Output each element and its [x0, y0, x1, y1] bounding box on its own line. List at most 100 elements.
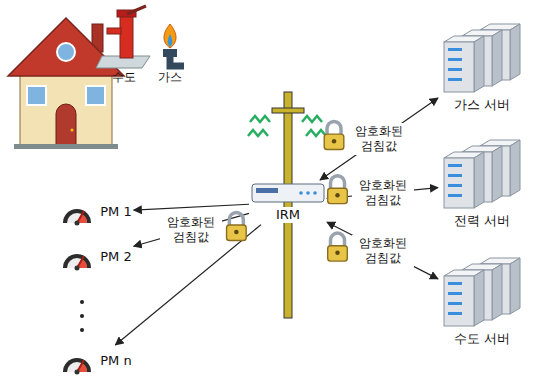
house-part	[27, 86, 46, 105]
server-icon-part	[474, 152, 484, 208]
water-tap-part	[107, 28, 121, 34]
irm-device	[251, 182, 325, 204]
server-icon-part	[444, 42, 474, 92]
gas-pipe-part	[163, 49, 177, 57]
lock-icon-part	[331, 176, 345, 189]
edge-label: 암호화된 검침값	[352, 177, 414, 209]
edge-label: 암호화된 검침값	[348, 123, 410, 155]
server-icon-part	[448, 292, 462, 295]
lock-icon-part	[324, 134, 344, 149]
data-arrow	[327, 222, 438, 279]
irm-device-part	[299, 191, 303, 195]
node-label: PM n	[100, 353, 131, 369]
server-icon-part	[492, 30, 502, 86]
lock-icon-part	[234, 230, 238, 234]
ellipsis-dots-part	[80, 328, 84, 332]
server-icon-part	[448, 312, 462, 315]
lock-icon	[328, 233, 348, 261]
server-icon-part	[448, 184, 462, 187]
meter-node: PM 1	[60, 198, 131, 226]
node-label: PM 2	[100, 249, 131, 265]
utility-pole-part	[272, 108, 304, 113]
server-icon-part	[448, 302, 462, 305]
utility-pole	[248, 92, 326, 318]
server-icon-part	[474, 270, 484, 326]
utility-pole-part	[284, 92, 292, 318]
house-part	[20, 70, 112, 146]
data-arrow	[134, 213, 249, 246]
server-icon-part	[492, 146, 502, 202]
server-icon-part	[492, 264, 502, 320]
server-node: 전력 서버	[440, 138, 524, 229]
water-tap-part	[127, 6, 146, 14]
server-icon-part	[474, 36, 484, 92]
lock-icon-part	[335, 250, 339, 254]
house-part	[14, 144, 118, 149]
lock-icon-part	[328, 188, 348, 203]
server-node: 수도 서버	[440, 256, 524, 347]
lock-icon-part	[229, 212, 243, 225]
gas-pipe	[163, 24, 184, 66]
data-arrow	[134, 204, 249, 210]
server-node: 가스 서버	[440, 22, 524, 113]
server-icon-part	[444, 276, 474, 326]
icon-label: 수도	[112, 70, 136, 84]
irm-device-part	[256, 188, 278, 193]
irm-device-part	[252, 184, 324, 202]
lock-icon-part	[327, 122, 341, 135]
meter-icon	[60, 243, 94, 271]
node-label: 전력 서버	[454, 213, 510, 229]
node-label: IRM	[273, 207, 303, 223]
server-icon	[440, 138, 524, 210]
server-icon-part	[448, 164, 462, 167]
lock-icon-part	[332, 139, 336, 143]
ellipsis-dots	[80, 300, 84, 332]
lock-icon-part	[227, 225, 247, 240]
node-label: 가스 서버	[454, 97, 510, 113]
utility-pole-part	[248, 116, 270, 136]
lock-icon	[324, 122, 344, 150]
edge-label: 암호화된 검침값	[160, 214, 222, 246]
meter-node: PM 2	[60, 243, 131, 271]
lock-icon-part	[331, 233, 345, 246]
irm-node: IRM	[251, 182, 325, 223]
server-icon	[440, 22, 524, 94]
meter-icon-part	[75, 370, 80, 375]
lock-icon-part	[328, 246, 348, 261]
server-icon-part	[510, 258, 520, 314]
house-part	[57, 43, 75, 61]
edge-label: 암호화된 검침값	[352, 235, 414, 267]
server-icon-part	[448, 48, 462, 51]
server-icon-part	[510, 24, 520, 80]
irm-device-part	[313, 191, 317, 195]
server-icon-part	[448, 58, 462, 61]
node-label: PM 1	[100, 204, 131, 220]
water-tap-part	[120, 16, 133, 58]
server-icon-part	[510, 140, 520, 196]
gas-pipe-part	[168, 34, 173, 47]
lock-icon	[328, 176, 348, 204]
meter-node: PM n	[60, 347, 131, 375]
server-icon-part	[448, 68, 462, 71]
gas-pipe-part	[164, 24, 176, 48]
lock-icon	[227, 212, 247, 240]
utility-pole-part	[302, 116, 326, 136]
lock-icon-part	[335, 193, 339, 197]
ellipsis-dots-part	[80, 300, 84, 304]
house-part	[86, 86, 105, 105]
meter-icon	[60, 198, 94, 226]
ellipsis-dots-part	[80, 314, 84, 318]
meter-icon	[60, 347, 94, 375]
meter-icon-part	[75, 266, 80, 271]
server-icon-part	[444, 158, 474, 208]
house-part	[56, 104, 76, 146]
irm-device-part	[306, 191, 310, 195]
server-icon-part	[448, 194, 462, 197]
server-icon	[440, 256, 524, 328]
server-icon-part	[448, 78, 462, 81]
gas-pipe-part	[170, 57, 184, 66]
house-part	[71, 129, 74, 132]
house	[8, 18, 124, 149]
water-tap	[96, 6, 150, 68]
